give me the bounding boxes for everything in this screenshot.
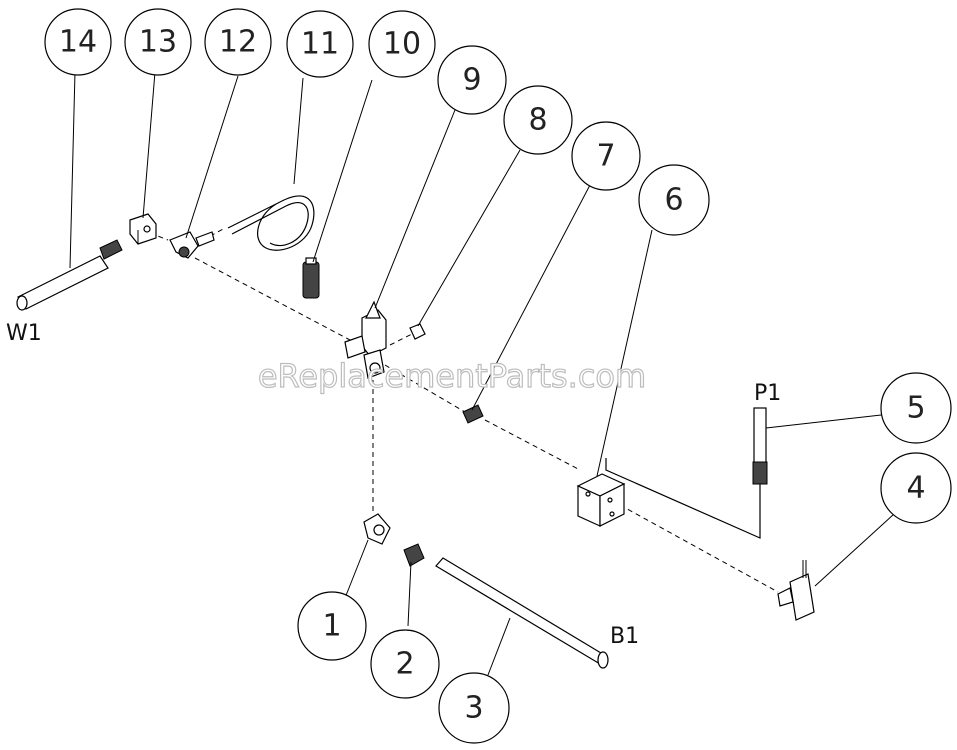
part-14-inlet-pipe <box>16 239 123 311</box>
callout-7-label: 7 <box>596 139 615 174</box>
callout-6-label: 6 <box>664 183 683 218</box>
callout-7: 7 <box>571 121 641 191</box>
part-6-manifold-block <box>576 473 626 527</box>
part-11-coiled-tube <box>227 195 315 251</box>
part-1-elbow <box>363 513 391 545</box>
part-5-pressure-tube <box>605 407 768 539</box>
callout-13-label: 13 <box>139 25 177 60</box>
part-8-nut <box>409 323 426 340</box>
part-10-strainer <box>302 257 320 299</box>
callout-4: 4 <box>880 452 952 524</box>
part-2-nut <box>403 543 425 567</box>
callout-4-label: 4 <box>906 471 925 506</box>
callout-8-label: 8 <box>528 103 547 138</box>
part-12-elbow-fitting <box>169 231 215 259</box>
callout-11-label: 11 <box>301 27 339 62</box>
callout-9-label: 9 <box>462 63 481 98</box>
callout-5: 5 <box>880 372 952 444</box>
callout-12-label: 12 <box>219 25 257 60</box>
part-4-sensor-block <box>777 560 815 621</box>
callout-10-label: 10 <box>383 27 421 62</box>
callout-3-label: 3 <box>464 691 483 726</box>
callout-11: 11 <box>286 10 354 78</box>
callout-9: 9 <box>437 45 507 115</box>
callout-14-label: 14 <box>59 25 97 60</box>
callout-10: 10 <box>368 10 436 78</box>
callout-14: 14 <box>44 8 112 76</box>
callout-1: 1 <box>297 591 367 661</box>
callout-12: 12 <box>204 8 272 76</box>
callout-13: 13 <box>124 8 192 76</box>
callout-2-label: 2 <box>395 647 414 682</box>
port-label-p1: P1 <box>754 381 781 406</box>
callout-2: 2 <box>370 629 440 699</box>
assembly-lines <box>149 227 779 593</box>
watermark: eReplacementParts.com <box>258 357 646 395</box>
part-3-tube <box>435 557 609 669</box>
callout-1-label: 1 <box>322 609 341 644</box>
port-label-b1: B1 <box>610 624 639 649</box>
callout-3: 3 <box>438 672 510 744</box>
callout-6: 6 <box>638 164 710 236</box>
part-13-tee-fitting <box>129 213 157 245</box>
callout-8: 8 <box>503 85 573 155</box>
leader-lines <box>69 71 895 676</box>
part-9-valve <box>344 300 387 379</box>
callout-5-label: 5 <box>906 391 925 426</box>
port-label-w1: W1 <box>6 321 42 346</box>
